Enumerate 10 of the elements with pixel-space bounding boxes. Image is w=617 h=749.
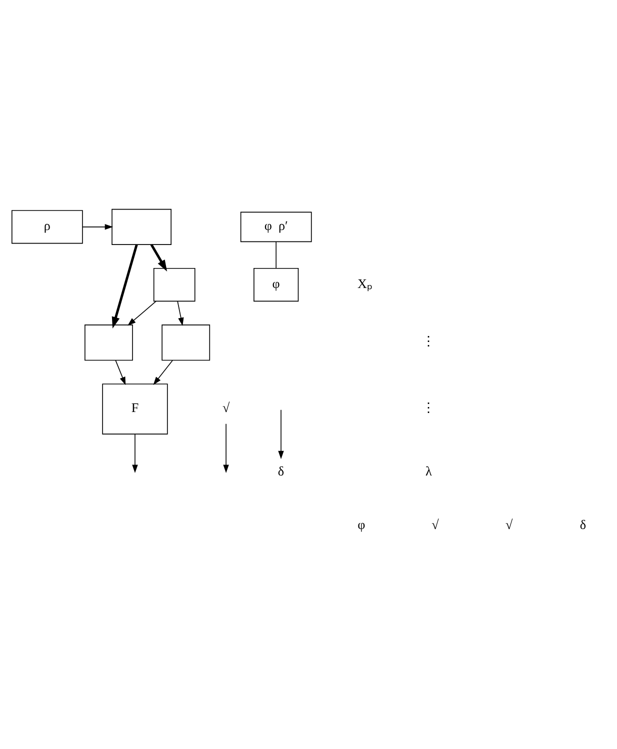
label: Xₚ (357, 275, 372, 290)
label: ⋮ (422, 333, 436, 348)
label: δ (580, 516, 586, 532)
node-text: δ (278, 463, 284, 478)
label: φ (358, 516, 366, 532)
label: √ (505, 516, 513, 532)
label: ⋮ (422, 400, 436, 415)
node-text: √ (222, 400, 230, 415)
label: λ (426, 463, 432, 478)
label: √ (432, 516, 439, 532)
